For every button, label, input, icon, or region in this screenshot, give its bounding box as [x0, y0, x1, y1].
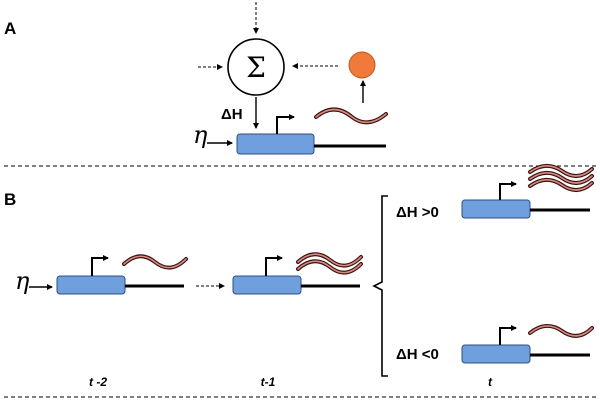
time-label-t: t: [488, 375, 493, 389]
time-label-t-minus-1: t-1: [261, 375, 276, 389]
summation-node: [227, 38, 285, 96]
gene-box-a: [236, 133, 315, 155]
outcome-positive-label: ΔH >0: [396, 204, 439, 221]
delta-h-label: ΔH: [221, 106, 243, 123]
outcome-brace: [372, 195, 388, 377]
eta-symbol-b: η: [15, 267, 30, 295]
promoter-arrow-positive: [499, 181, 517, 200]
promoter-arrow-a: [276, 114, 295, 134]
panel-a-label: A: [4, 19, 16, 38]
promoter-arrow-t-minus-2: [91, 255, 109, 276]
time-label-t-minus-2: t -2: [89, 375, 107, 389]
gene-box-positive: [461, 199, 531, 219]
gene-box-t-minus-1: [232, 275, 302, 295]
promoter-arrow-negative: [499, 325, 517, 345]
gene-box-t-minus-2: [56, 275, 126, 295]
gene-box-negative: [461, 344, 531, 364]
eta-symbol-a: η: [193, 121, 208, 149]
panel-b-label: B: [4, 190, 16, 209]
summation-symbol: Σ: [246, 51, 266, 84]
outcome-negative-label: ΔH <0: [396, 346, 439, 363]
promoter-arrow-t-minus-1: [265, 255, 283, 276]
protein-circle: [348, 51, 376, 79]
